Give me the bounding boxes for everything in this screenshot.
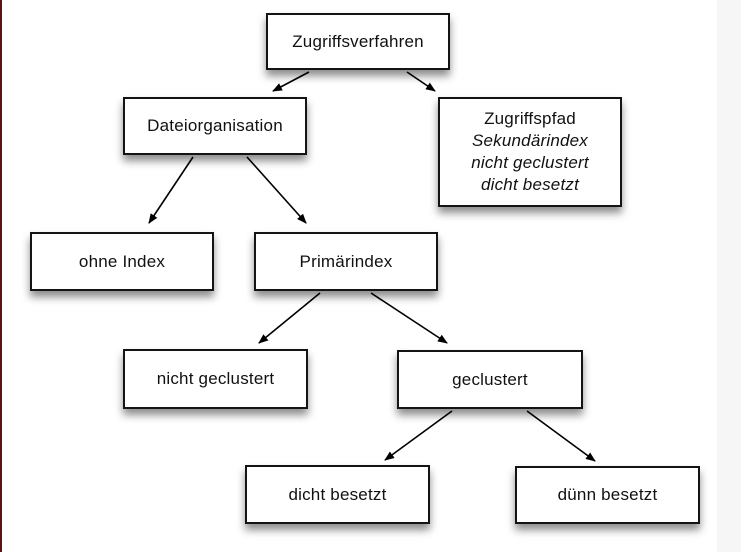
node-label: Zugriffspfad [484, 109, 576, 128]
node-label: ohne Index [78, 251, 166, 271]
edge-dateiorganisation-to-ohne-index [148, 156, 194, 224]
node-label: Sekundärindex [471, 131, 588, 150]
node-primaerindex: Primärindex [254, 232, 438, 291]
node-label: nicht geclustert [471, 153, 589, 172]
node-label: geclustert [452, 369, 528, 389]
node-label: dicht besetzt [288, 484, 387, 504]
edge-zugriffsverfahren-to-dateiorganisation [272, 71, 310, 92]
node-dicht-besetzt: dicht besetzt [245, 465, 430, 524]
node-zugriffsverfahren: Zugriffsverfahren [266, 13, 450, 70]
node-label: nicht geclustert [156, 369, 275, 388]
node-dateiorganisation: Dateiorganisation [123, 97, 307, 155]
edge-dateiorganisation-to-primaerindex [246, 156, 307, 224]
edge-geclustert-to-dicht-besetzt [384, 410, 453, 461]
node-label: Zugriffsverfahren [292, 31, 424, 51]
edge-primaerindex-to-geclustert [370, 292, 448, 344]
edge-primaerindex-to-nicht-geclustert [258, 292, 321, 344]
node-label: Dateiorganisation [147, 116, 283, 135]
node-geclustert: geclustert [397, 350, 583, 409]
edge-zugriffsverfahren-to-zugriffspfad [406, 71, 436, 92]
node-label: Primärindex [299, 251, 393, 271]
node-nicht-geclustert: nicht geclustert [123, 349, 308, 409]
node-label: dicht besetzt [480, 175, 580, 194]
slide-left-edge-bar [0, 0, 2, 552]
edge-geclustert-to-duenn-besetzt [526, 410, 596, 462]
node-ohne-index: ohne Index [30, 232, 214, 291]
node-duenn-besetzt: dünn besetzt [515, 466, 700, 524]
node-label: dünn besetzt [557, 485, 658, 504]
background-right-strip [717, 0, 741, 552]
